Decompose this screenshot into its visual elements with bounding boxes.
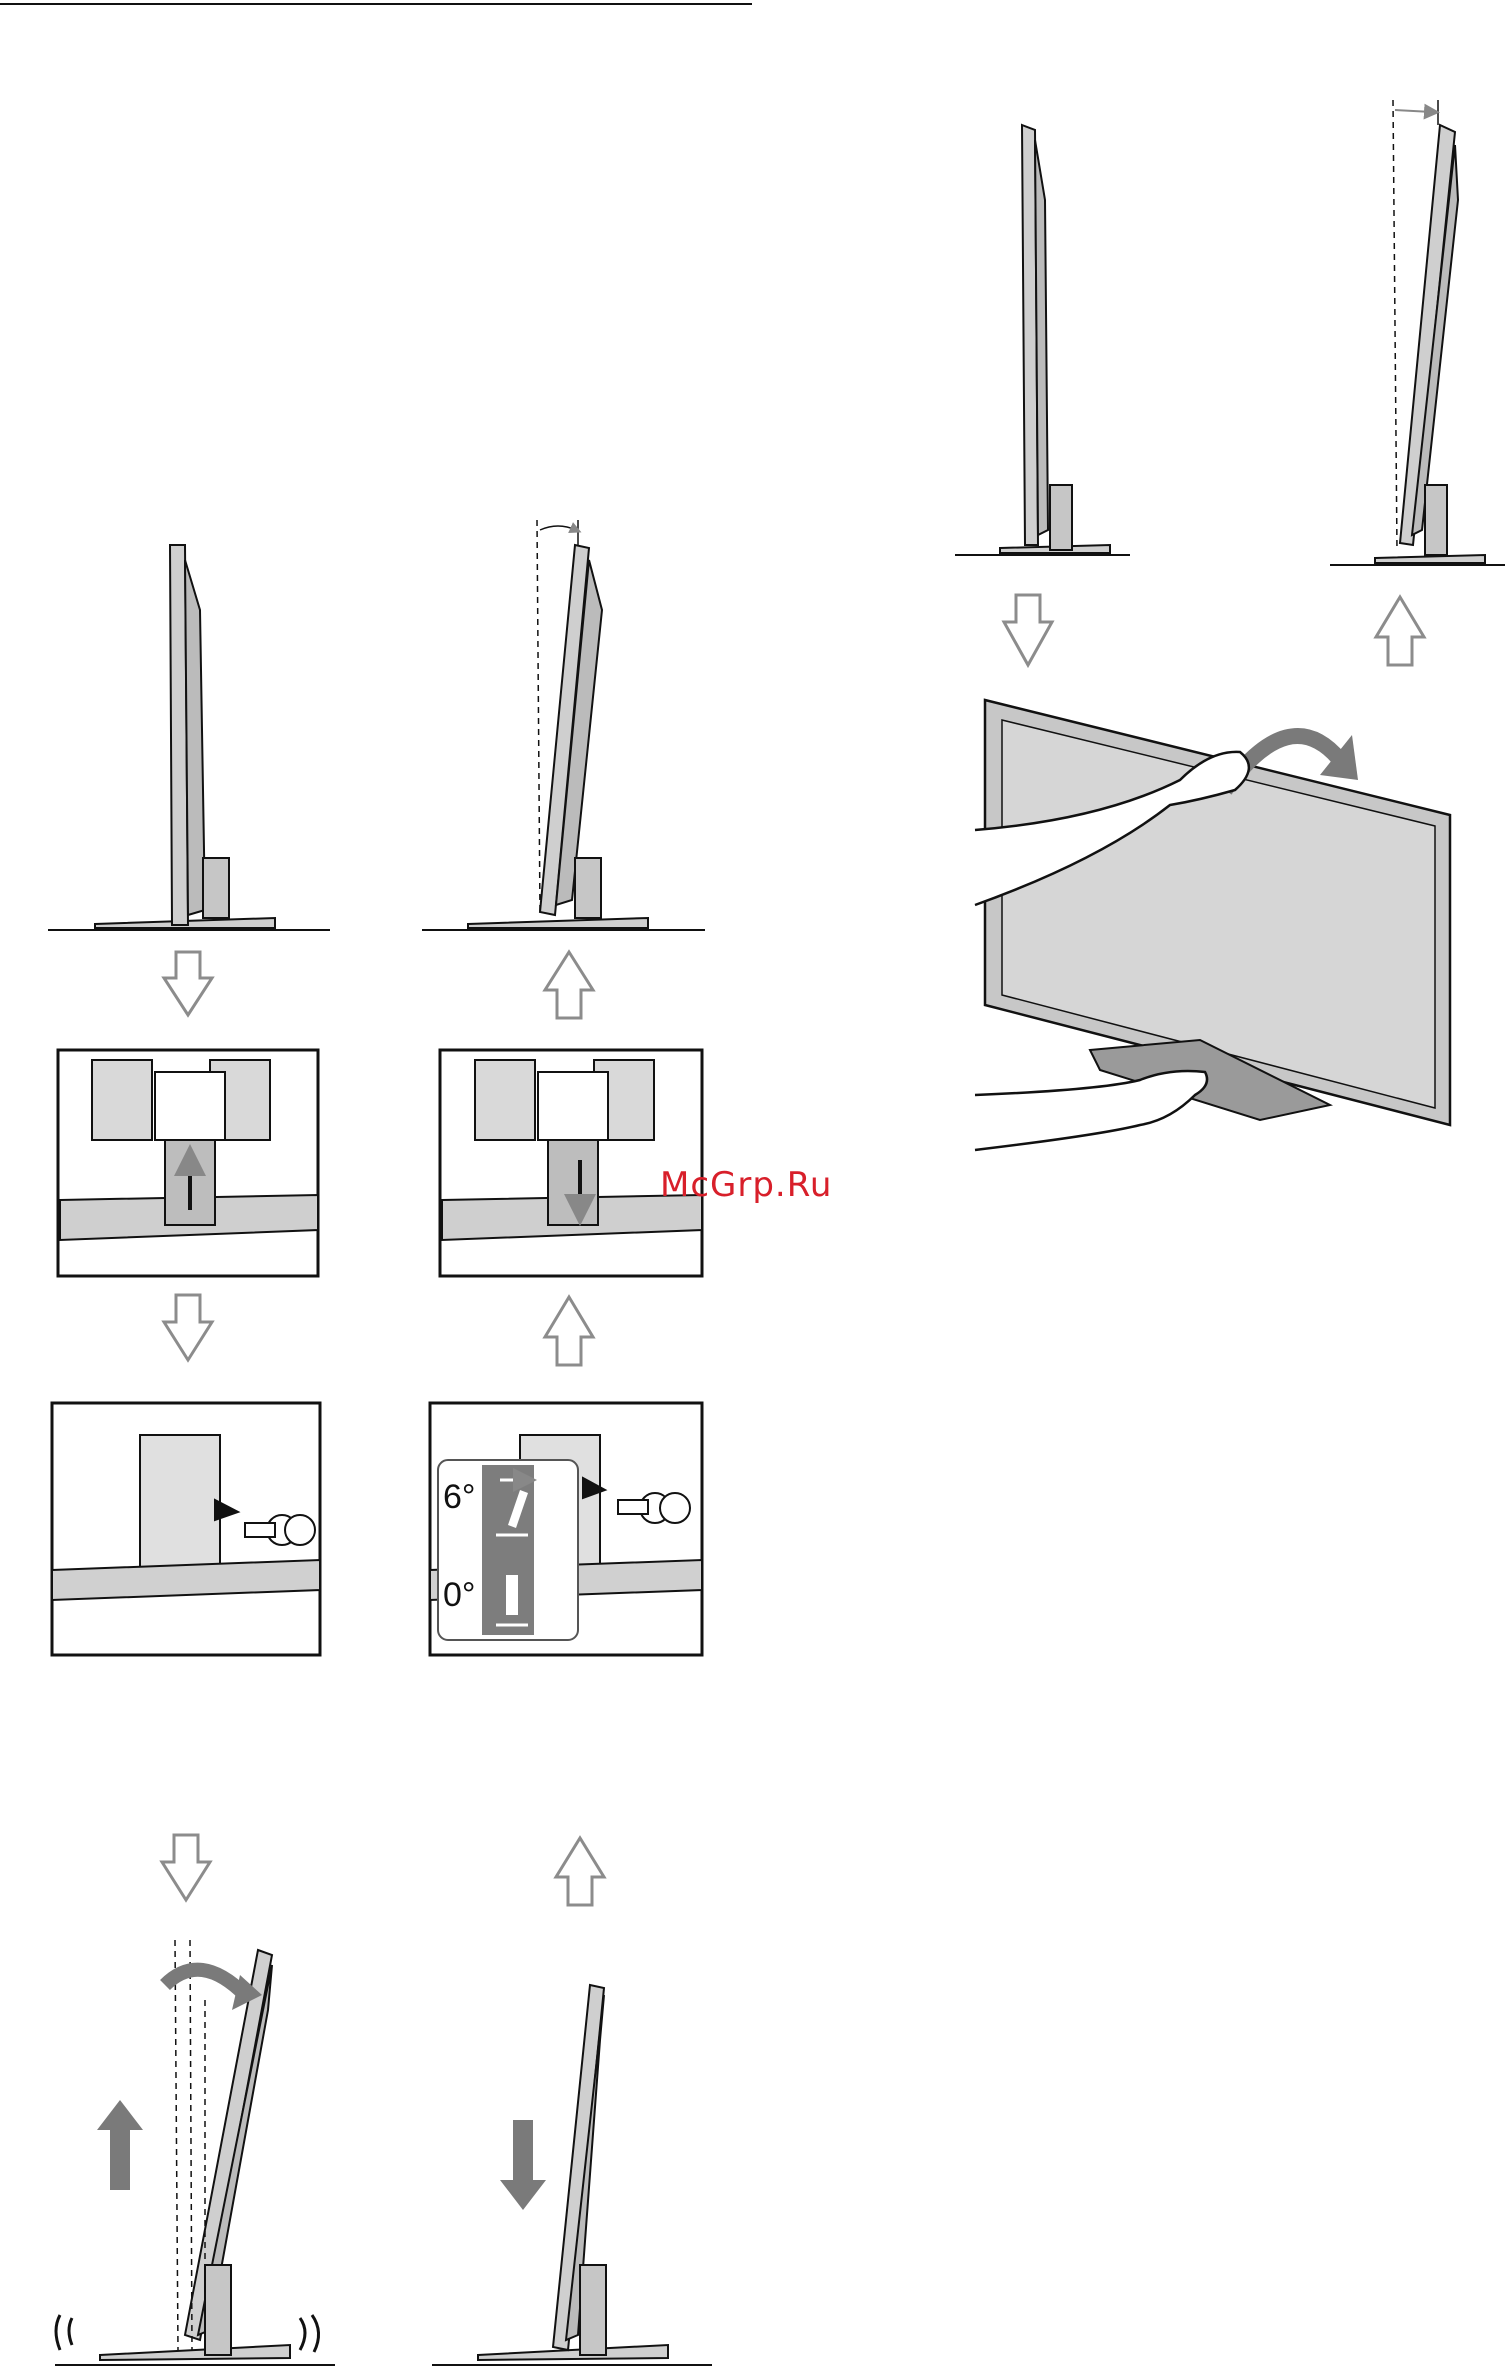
hollow-arrow-up-1 xyxy=(545,952,593,1018)
hollow-arrow-up-right xyxy=(1376,597,1424,665)
tv-front-tilt-with-hands xyxy=(975,700,1450,1150)
hollow-arrow-up-2 xyxy=(545,1297,593,1365)
detail-box-bracket-lift xyxy=(58,1050,318,1276)
tv-side-tilted-top xyxy=(1330,100,1505,565)
hollow-arrow-down-right xyxy=(1004,595,1052,665)
tv-lower-right xyxy=(432,1985,712,2365)
angle-label-6: 6° xyxy=(443,1480,476,1514)
hollow-arrow-down-1 xyxy=(164,952,212,1015)
hollow-arrow-down-2 xyxy=(164,1295,212,1360)
hollow-arrow-up-3 xyxy=(556,1838,604,1905)
detail-box-screw-left xyxy=(52,1403,320,1655)
watermark: McGrp.Ru xyxy=(660,1165,832,1205)
tv-side-view-upright-left xyxy=(48,545,330,930)
detail-box-bracket-insert xyxy=(440,1050,702,1276)
tv-side-view-tilted-right xyxy=(422,520,705,930)
angle-label-0: 0° xyxy=(443,1578,476,1612)
hollow-arrow-down-3 xyxy=(162,1835,210,1900)
tv-side-upright-top xyxy=(955,125,1130,555)
tv-lift-tilt-left xyxy=(55,1940,335,2365)
detail-box-screw-angle xyxy=(430,1403,702,1655)
